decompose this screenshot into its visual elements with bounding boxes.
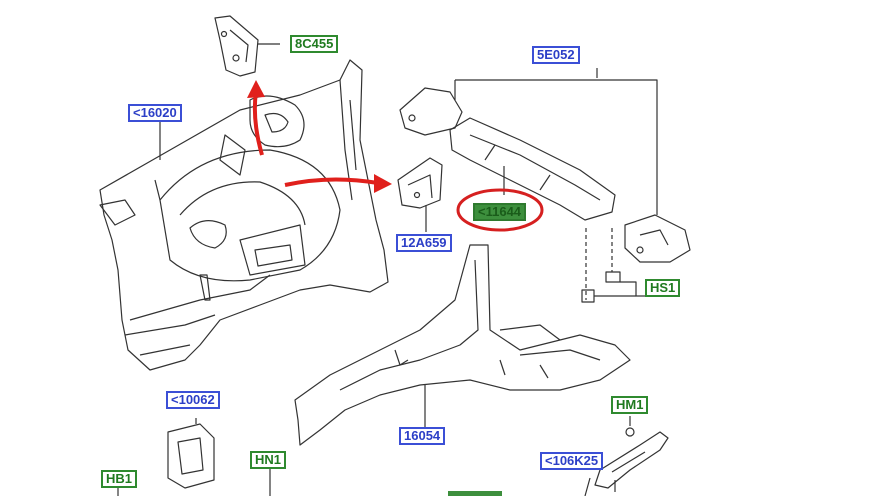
part-10062: [167, 418, 215, 489]
label-hs1[interactable]: HS1: [645, 279, 681, 297]
part-8c455: [214, 15, 280, 77]
part-5e052: [399, 68, 691, 263]
label-hb1[interactable]: HB1: [101, 470, 138, 488]
label-hm1[interactable]: HM1: [611, 396, 649, 414]
label-10062[interactable]: <10062: [166, 391, 220, 409]
label-5e052[interactable]: 5E052: [532, 46, 580, 64]
label-16020[interactable]: <16020: [128, 104, 182, 122]
part-16054: [294, 244, 631, 446]
arrow-heads: [247, 80, 392, 193]
label-16054[interactable]: 16054: [399, 427, 446, 445]
label-12a659[interactable]: 12A659: [396, 234, 452, 252]
partial-label-bottom: [448, 491, 502, 496]
part-106k25: [584, 416, 669, 496]
label-8c455[interactable]: 8C455: [290, 35, 339, 53]
part-16020: [99, 59, 389, 371]
part-12a659: [397, 157, 443, 232]
part-hs1: [581, 228, 647, 303]
label-106k25[interactable]: <106K25: [540, 452, 604, 470]
label-hn1[interactable]: HN1: [250, 451, 287, 469]
label-11644[interactable]: <11644: [473, 203, 527, 221]
highlight-ellipse: [456, 188, 544, 232]
